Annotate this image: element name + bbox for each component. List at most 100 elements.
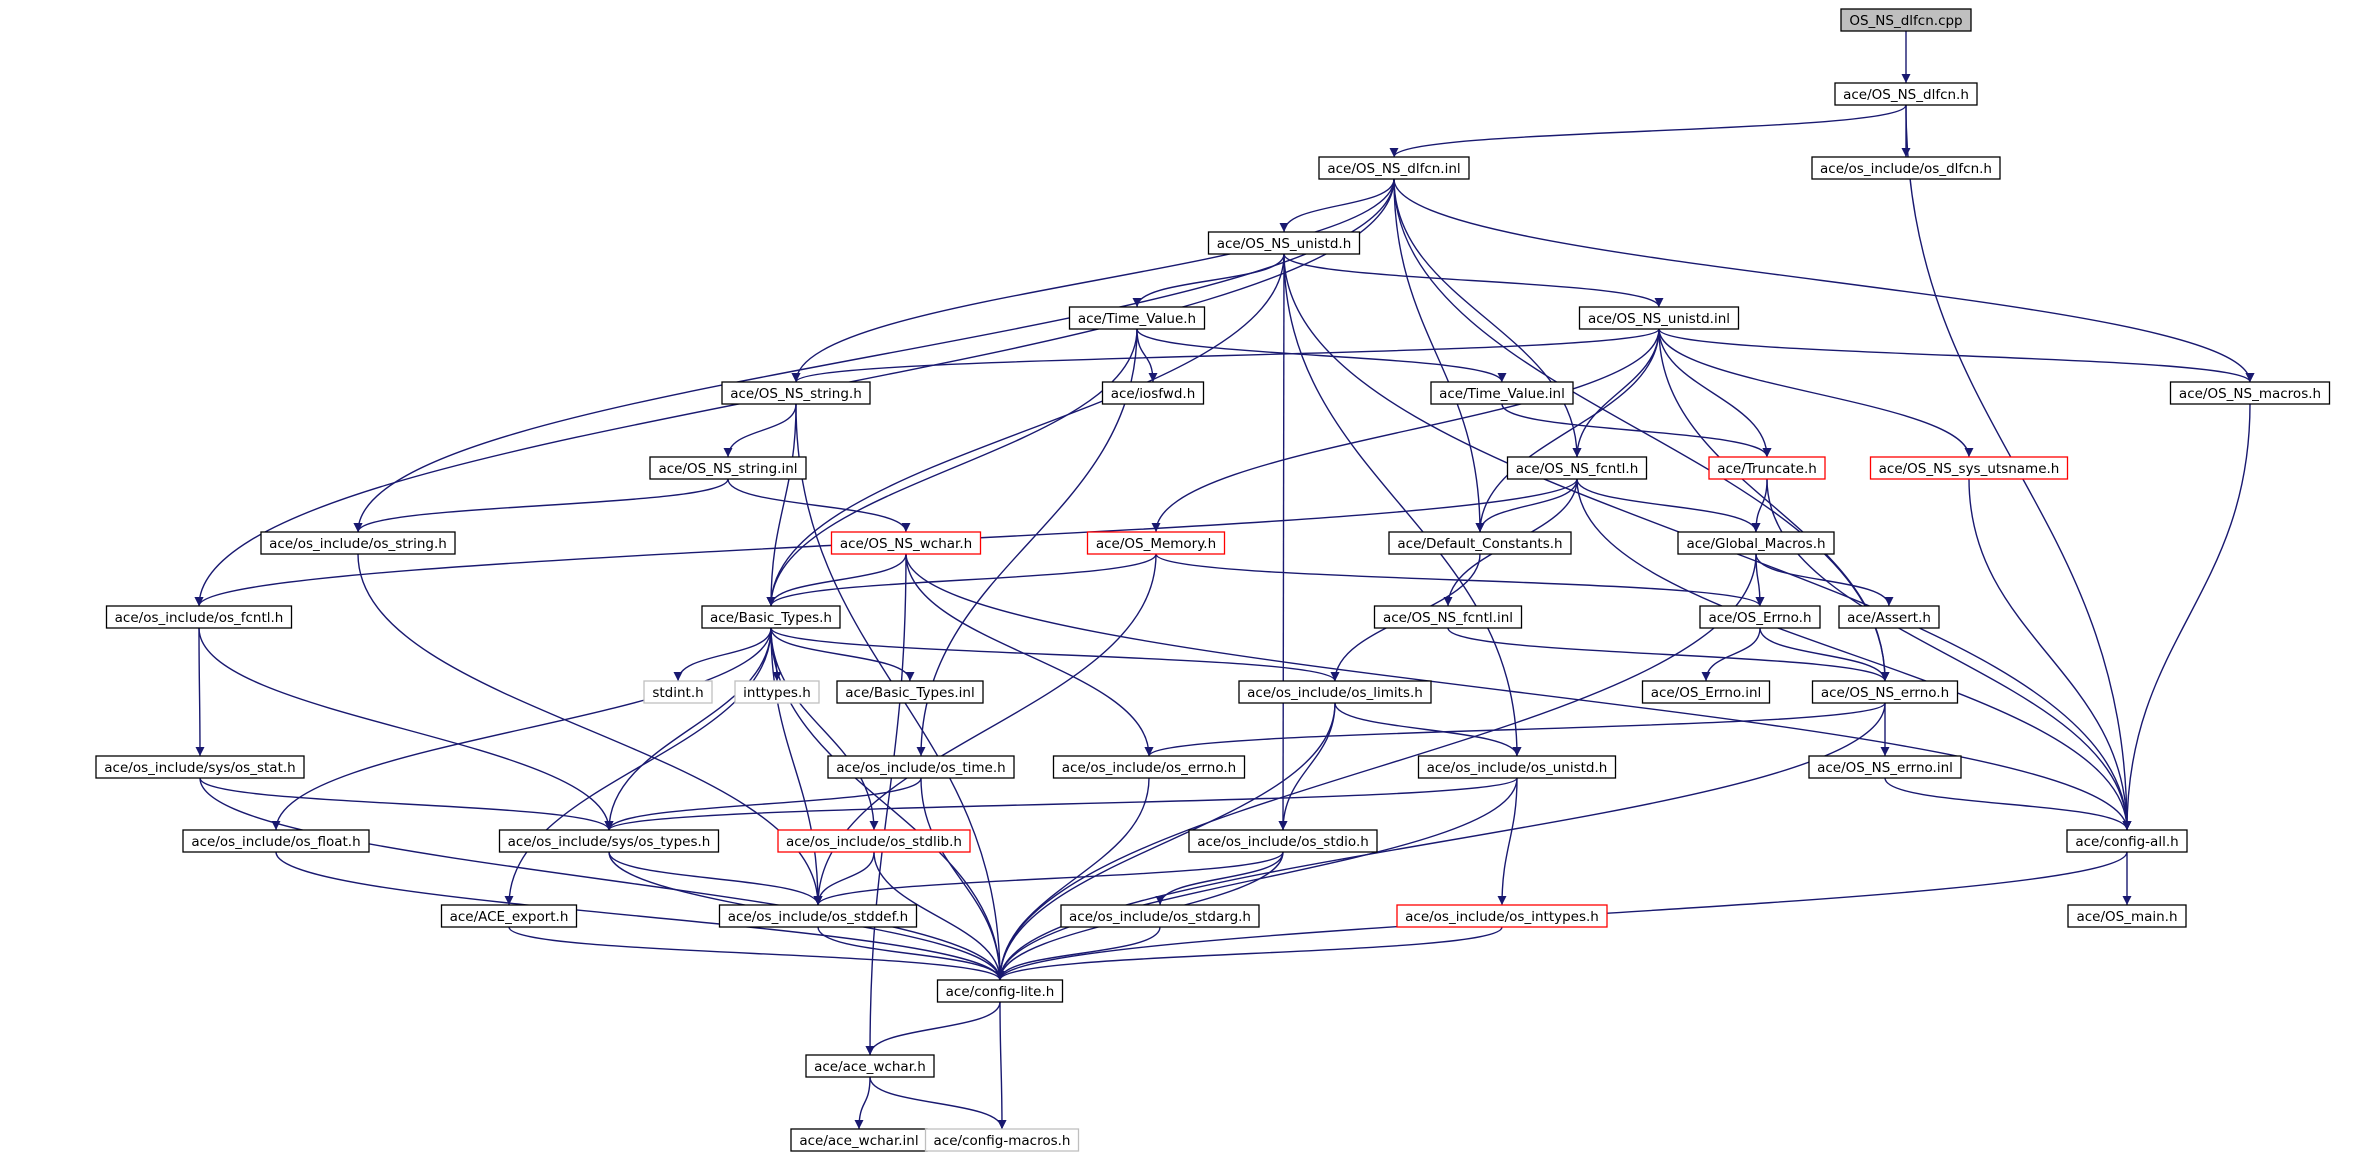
node-label: ace/OS_Errno.inl — [1651, 685, 1762, 701]
node-box — [1869, 456, 2069, 480]
node-box — [701, 605, 841, 629]
node-ace-os-ns-dlfcn-h[interactable]: ace/OS_NS_dlfcn.h — [1834, 82, 1978, 106]
node-ace-time-value-inl[interactable]: ace/Time_Value.inl — [1430, 381, 1574, 405]
node-ace-os-main-h[interactable]: ace/OS_main.h — [2067, 904, 2187, 928]
edge-globmac-to-config_lite — [995, 553, 1757, 981]
node-box — [734, 680, 820, 704]
node-ace-os-include-os-string-h[interactable]: ace/os_include/os_string.h — [260, 531, 456, 555]
edge-unistd_inl-to-fcntl_h — [1572, 328, 1660, 458]
node-box — [1641, 680, 1771, 704]
node-label: ace/OS_NS_errno.h — [1821, 685, 1949, 701]
nodes-layer: OS_NS_dlfcn.cpp ace/OS_NS_dlfcn.h ace/os_i… — [95, 8, 2331, 1152]
node-ace-os-ns-unistd-h[interactable]: ace/OS_NS_unistd.h — [1207, 231, 1361, 255]
node-label: ace/os_include/os_dlfcn.h — [1820, 161, 1992, 177]
node-ace-os-memory-h[interactable]: ace/OS_Memory.h — [1086, 531, 1226, 555]
node-ace-ace-wchar-inl[interactable]: ace/ace_wchar.inl — [790, 1128, 928, 1152]
node-ace-os-ns-errno-inl[interactable]: ace/OS_NS_errno.inl — [1808, 755, 1962, 779]
node-box — [498, 829, 720, 853]
edge-memory-to-oserrno — [1155, 553, 1765, 607]
node-os-ns-dlfcn-cpp[interactable]: OS_NS_dlfcn.cpp — [1840, 8, 1972, 32]
node-ace-os-include-os-stddef-h[interactable]: ace/os_include/os_stddef.h — [718, 904, 918, 928]
node-ace-os-ns-errno-h[interactable]: ace/OS_NS_errno.h — [1811, 680, 1959, 704]
edge-nserrno_h-to-os_errno — [1144, 702, 1886, 757]
edge-os_fcntl-to-sysstat — [195, 627, 205, 757]
node-ace-os-include-sys-os-types-h[interactable]: ace/os_include/sys/os_types.h — [498, 829, 720, 853]
node-label: ace/OS_NS_dlfcn.h — [1843, 87, 1969, 103]
node-label: ace/os_include/os_stdio.h — [1197, 834, 1369, 850]
node-box — [105, 605, 293, 629]
edge-unistd_inl-to-truncate — [1658, 328, 1772, 458]
node-ace-os-include-os-inttypes-h[interactable]: ace/os_include/os_inttypes.h — [1396, 904, 1608, 928]
edge-systypes-to-os_stddef — [608, 851, 823, 906]
node-box — [1068, 306, 1206, 330]
node-ace-config-all-h[interactable]: ace/config-all.h — [2066, 829, 2188, 853]
edge-unistd_inl-to-macros — [1658, 328, 2255, 383]
node-ace-os-include-os-time-h[interactable]: ace/os_include/os_time.h — [827, 755, 1015, 779]
node-box — [1699, 605, 1821, 629]
edge-unistd_h-to-tv_h — [1132, 253, 1285, 308]
node-label: ace/OS_NS_string.inl — [658, 461, 797, 477]
node-ace-os-include-os-stdio-h[interactable]: ace/os_include/os_stdio.h — [1188, 829, 1378, 853]
node-ace-os-include-os-dlfcn-h[interactable]: ace/os_include/os_dlfcn.h — [1811, 156, 2001, 180]
node-ace-os-ns-dlfcn-inl[interactable]: ace/OS_NS_dlfcn.inl — [1318, 156, 1470, 180]
node-ace-assert-h[interactable]: ace/Assert.h — [1838, 605, 1940, 629]
node-label: ace/os_include/os_fcntl.h — [115, 610, 284, 626]
node-ace-os-include-os-limits-h[interactable]: ace/os_include/os_limits.h — [1238, 680, 1432, 704]
edge-sysstat-to-config_lite — [199, 777, 1005, 981]
node-label: ace/config-macros.h — [934, 1133, 1071, 1149]
node-box — [721, 381, 871, 405]
node-label: ace/os_include/os_float.h — [191, 834, 360, 850]
node-label: ace/os_include/os_time.h — [836, 760, 1005, 776]
node-ace-os-ns-fcntl-inl[interactable]: ace/OS_NS_fcntl.inl — [1373, 605, 1523, 629]
node-stdint-h[interactable]: stdint.h — [643, 680, 713, 704]
node-label: ace/Truncate.h — [1717, 461, 1817, 477]
edge-os_stddef-to-config_lite — [817, 926, 1005, 981]
node-ace-os-ns-macros-h[interactable]: ace/OS_NS_macros.h — [2169, 381, 2331, 405]
node-ace-os-include-os-errno-h[interactable]: ace/os_include/os_errno.h — [1052, 755, 1246, 779]
node-ace-os-include-sys-os-stat-h[interactable]: ace/os_include/sys/os_stat.h — [95, 755, 305, 779]
node-ace-ace-wchar-h[interactable]: ace/ace_wchar.h — [805, 1054, 935, 1078]
node-ace-os-include-os-fcntl-h[interactable]: ace/os_include/os_fcntl.h — [105, 605, 293, 629]
node-ace-os-include-os-stdlib-h[interactable]: ace/os_include/os_stdlib.h — [777, 829, 971, 853]
node-label: ace/os_include/os_limits.h — [1247, 685, 1423, 701]
node-ace-config-macros-h[interactable]: ace/config-macros.h — [924, 1128, 1080, 1152]
edge-ace_export-to-config_lite — [508, 926, 1005, 981]
node-ace-os-errno-inl[interactable]: ace/OS_Errno.inl — [1641, 680, 1771, 704]
edge-dlfcn_inl-to-unistd_h — [1279, 178, 1395, 233]
node-ace-config-lite-h[interactable]: ace/config-lite.h — [936, 979, 1064, 1003]
node-label: ace/OS_main.h — [2076, 909, 2177, 925]
edge-tv_inl-to-truncate — [1501, 403, 1772, 458]
node-ace-os-ns-string-inl[interactable]: ace/OS_NS_string.inl — [649, 456, 807, 480]
edge-string_h-to-string_inl — [723, 403, 797, 458]
edge-basic-to-basic_inl — [770, 627, 915, 682]
node-ace-os-ns-sys-utsname-h[interactable]: ace/OS_NS_sys_utsname.h — [1869, 456, 2069, 480]
node-label: ace/OS_Errno.h — [1708, 610, 1811, 626]
node-ace-global-macros-h[interactable]: ace/Global_Macros.h — [1677, 531, 1835, 555]
node-ace-iosfwd-h[interactable]: ace/iosfwd.h — [1101, 381, 1205, 405]
node-ace-ace-export-h[interactable]: ace/ACE_export.h — [440, 904, 578, 928]
node-ace-basic-types-inl[interactable]: ace/Basic_Types.inl — [836, 680, 984, 704]
node-box — [260, 531, 456, 555]
node-ace-os-errno-h[interactable]: ace/OS_Errno.h — [1699, 605, 1821, 629]
node-ace-basic-types-h[interactable]: ace/Basic_Types.h — [701, 605, 841, 629]
node-ace-os-ns-fcntl-h[interactable]: ace/OS_NS_fcntl.h — [1506, 456, 1648, 480]
node-box — [718, 904, 918, 928]
edge-unistd_inl-to-string_h — [791, 328, 1660, 383]
node-ace-os-include-os-float-h[interactable]: ace/os_include/os_float.h — [182, 829, 370, 853]
node-box — [182, 829, 370, 853]
node-label: ace/Global_Macros.h — [1686, 536, 1825, 552]
node-ace-default-constants-h[interactable]: ace/Default_Constants.h — [1388, 531, 1572, 555]
node-label: ace/os_include/os_string.h — [269, 536, 447, 552]
node-ace-os-ns-wchar-h[interactable]: ace/OS_NS_wchar.h — [830, 531, 982, 555]
node-ace-time-value-h[interactable]: ace/Time_Value.h — [1068, 306, 1206, 330]
node-ace-os-ns-unistd-inl[interactable]: ace/OS_NS_unistd.inl — [1578, 306, 1740, 330]
edge-os_unistd-to-os_inttypes — [1497, 777, 1518, 906]
node-ace-os-include-os-stdarg-h[interactable]: ace/os_include/os_stdarg.h — [1060, 904, 1260, 928]
node-label: ace/os_include/os_inttypes.h — [1405, 909, 1599, 925]
edge-dlfcn_inl-to-defconst — [1393, 178, 1485, 533]
node-inttypes-h[interactable]: inttypes.h — [734, 680, 820, 704]
node-ace-os-ns-string-h[interactable]: ace/OS_NS_string.h — [721, 381, 871, 405]
node-label: ace/os_include/os_unistd.h — [1427, 760, 1608, 776]
node-ace-truncate-h[interactable]: ace/Truncate.h — [1708, 456, 1826, 480]
node-ace-os-include-os-unistd-h[interactable]: ace/os_include/os_unistd.h — [1417, 755, 1617, 779]
